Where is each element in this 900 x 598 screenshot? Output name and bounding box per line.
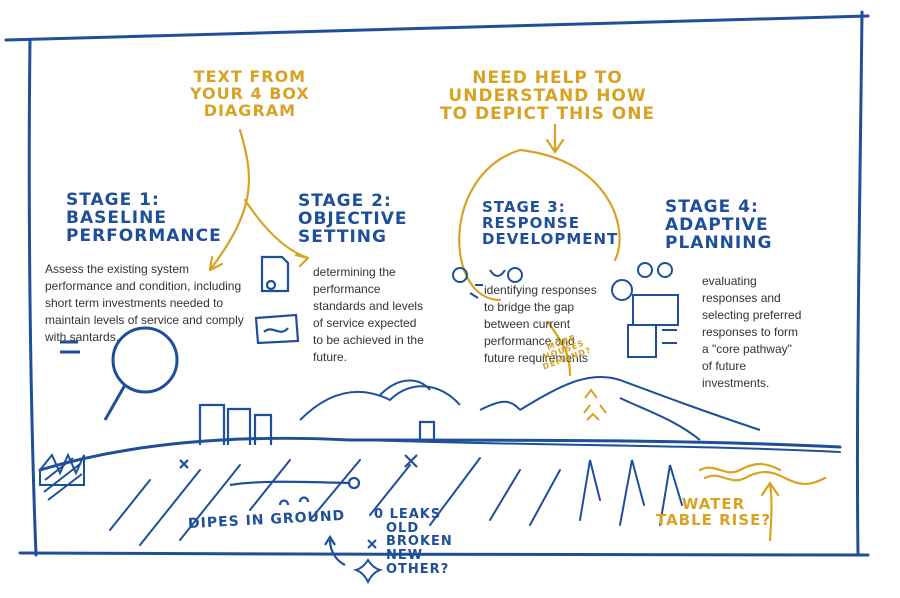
leak-list: 0 leaks old broken new other?	[374, 508, 453, 576]
stage-3-title: Stage 3: Response Development	[482, 198, 619, 248]
leak-list-item: 0 leaks	[374, 507, 442, 522]
stage-3-description-line: identifying responses	[484, 283, 597, 297]
need-help-note: Need help to understand how to depict th…	[440, 68, 656, 124]
leak-list-item: other?	[386, 561, 450, 577]
stage-2-description-line: to be achieved in the	[313, 333, 424, 347]
box-diagram-note: Text from your 4 box diagram	[190, 67, 310, 120]
stage-3-title-line: Response	[482, 213, 580, 232]
stage-4-title-line: Planning	[665, 232, 773, 253]
stage-1-description-line: with santards.	[45, 330, 120, 344]
box-diagram-note-line: diagram	[203, 100, 297, 120]
stage-4-description-line: a "core pathway"	[702, 342, 792, 356]
pipe-network	[179, 454, 418, 566]
stage-2-title-line: Stage 2:	[298, 191, 392, 211]
stage-4-description-line: evaluating	[702, 274, 757, 288]
underground-strokes	[109, 457, 683, 546]
stage-3-description-line: to bridge the gap	[484, 300, 575, 314]
stage-4-title-line: Stage 4:	[665, 197, 759, 217]
stage-1-description: Assess the existing system performance a…	[45, 261, 244, 346]
house-icons	[583, 388, 607, 421]
stage-1-description-line: Assess the existing system	[45, 262, 190, 276]
stage-2-title-line: Objective	[298, 208, 408, 229]
stage-4-description-line: selecting preferred	[702, 308, 802, 322]
mountain-range	[299, 375, 761, 441]
stage-1-title: Stage 1: Baseline Performance	[66, 190, 222, 246]
stage-4-title-line: Adaptive	[665, 214, 769, 235]
city-buildings	[198, 403, 436, 445]
need-help-note-line: Need help to	[472, 68, 623, 88]
leak-list-item: new	[386, 547, 424, 563]
sparkle-icons	[352, 539, 384, 585]
stage-2-title-line: Setting	[298, 226, 387, 247]
stage-1-title-line: Baseline	[66, 207, 167, 228]
stage-2-description-line: standards and levels	[313, 299, 424, 313]
stage-2-description-line: of service expected	[313, 316, 417, 330]
stage-4-description: evaluating responses and selecting prefe…	[702, 273, 801, 392]
stage-3-description-line: between current	[484, 317, 571, 331]
stage-3-description: identifying responses to bridge the gap …	[484, 282, 597, 367]
stage-4-description-line: responses and	[702, 291, 781, 305]
stage-1-description-line: maintain levels of service and comply	[45, 313, 244, 327]
ground-line	[38, 436, 842, 472]
stage-4-description-line: of future	[702, 359, 747, 373]
stage-4-icons	[611, 262, 679, 358]
stage-2-description-line: determining the	[313, 265, 396, 279]
leak-list-item: broken	[386, 534, 453, 550]
water-table-note: Water table rise?	[656, 495, 772, 529]
stage-2-description-line: performance	[313, 282, 381, 296]
need-help-note-line: understand how	[448, 85, 647, 106]
stage-3-title-line: Development	[482, 229, 619, 248]
stage-1-title-line: Stage 1:	[66, 190, 160, 210]
sketch-frame	[4, 10, 870, 557]
stage-1-title-line: Performance	[66, 225, 222, 246]
stage-2-description-line: future.	[313, 350, 348, 364]
stage-2-icons	[254, 255, 300, 345]
stage-2-description: determining the performance standards an…	[313, 264, 424, 366]
need-help-note-line: to depict this one	[440, 103, 656, 124]
hatching	[39, 452, 85, 501]
gold-arrows	[208, 123, 827, 542]
box-diagram-note-line: Text from	[193, 67, 307, 86]
stage-1-description-line: performance and condition, including	[45, 279, 242, 293]
water-table-note-line: Water	[681, 495, 746, 513]
stage-3-description-line: performance and	[484, 334, 575, 348]
stage-3-description-line: future requirements	[484, 351, 589, 365]
stage-2-title: Stage 2: Objective Setting	[298, 191, 408, 247]
box-diagram-note-line: your 4 box	[190, 83, 310, 103]
stage-3-title-line: Stage 3:	[482, 198, 566, 216]
stage-1-description-line: short term investments needed to	[45, 296, 224, 310]
magnifier-icon	[60, 326, 179, 421]
stage-3-icons	[452, 267, 523, 299]
stage-4-title: Stage 4: Adaptive Planning	[665, 197, 773, 253]
stage-4-description-line: responses to form	[702, 325, 799, 339]
leak-list-item: old	[386, 520, 420, 536]
water-table-note-line: table rise?	[656, 510, 772, 529]
stage-4-description-line: investments.	[702, 376, 770, 390]
